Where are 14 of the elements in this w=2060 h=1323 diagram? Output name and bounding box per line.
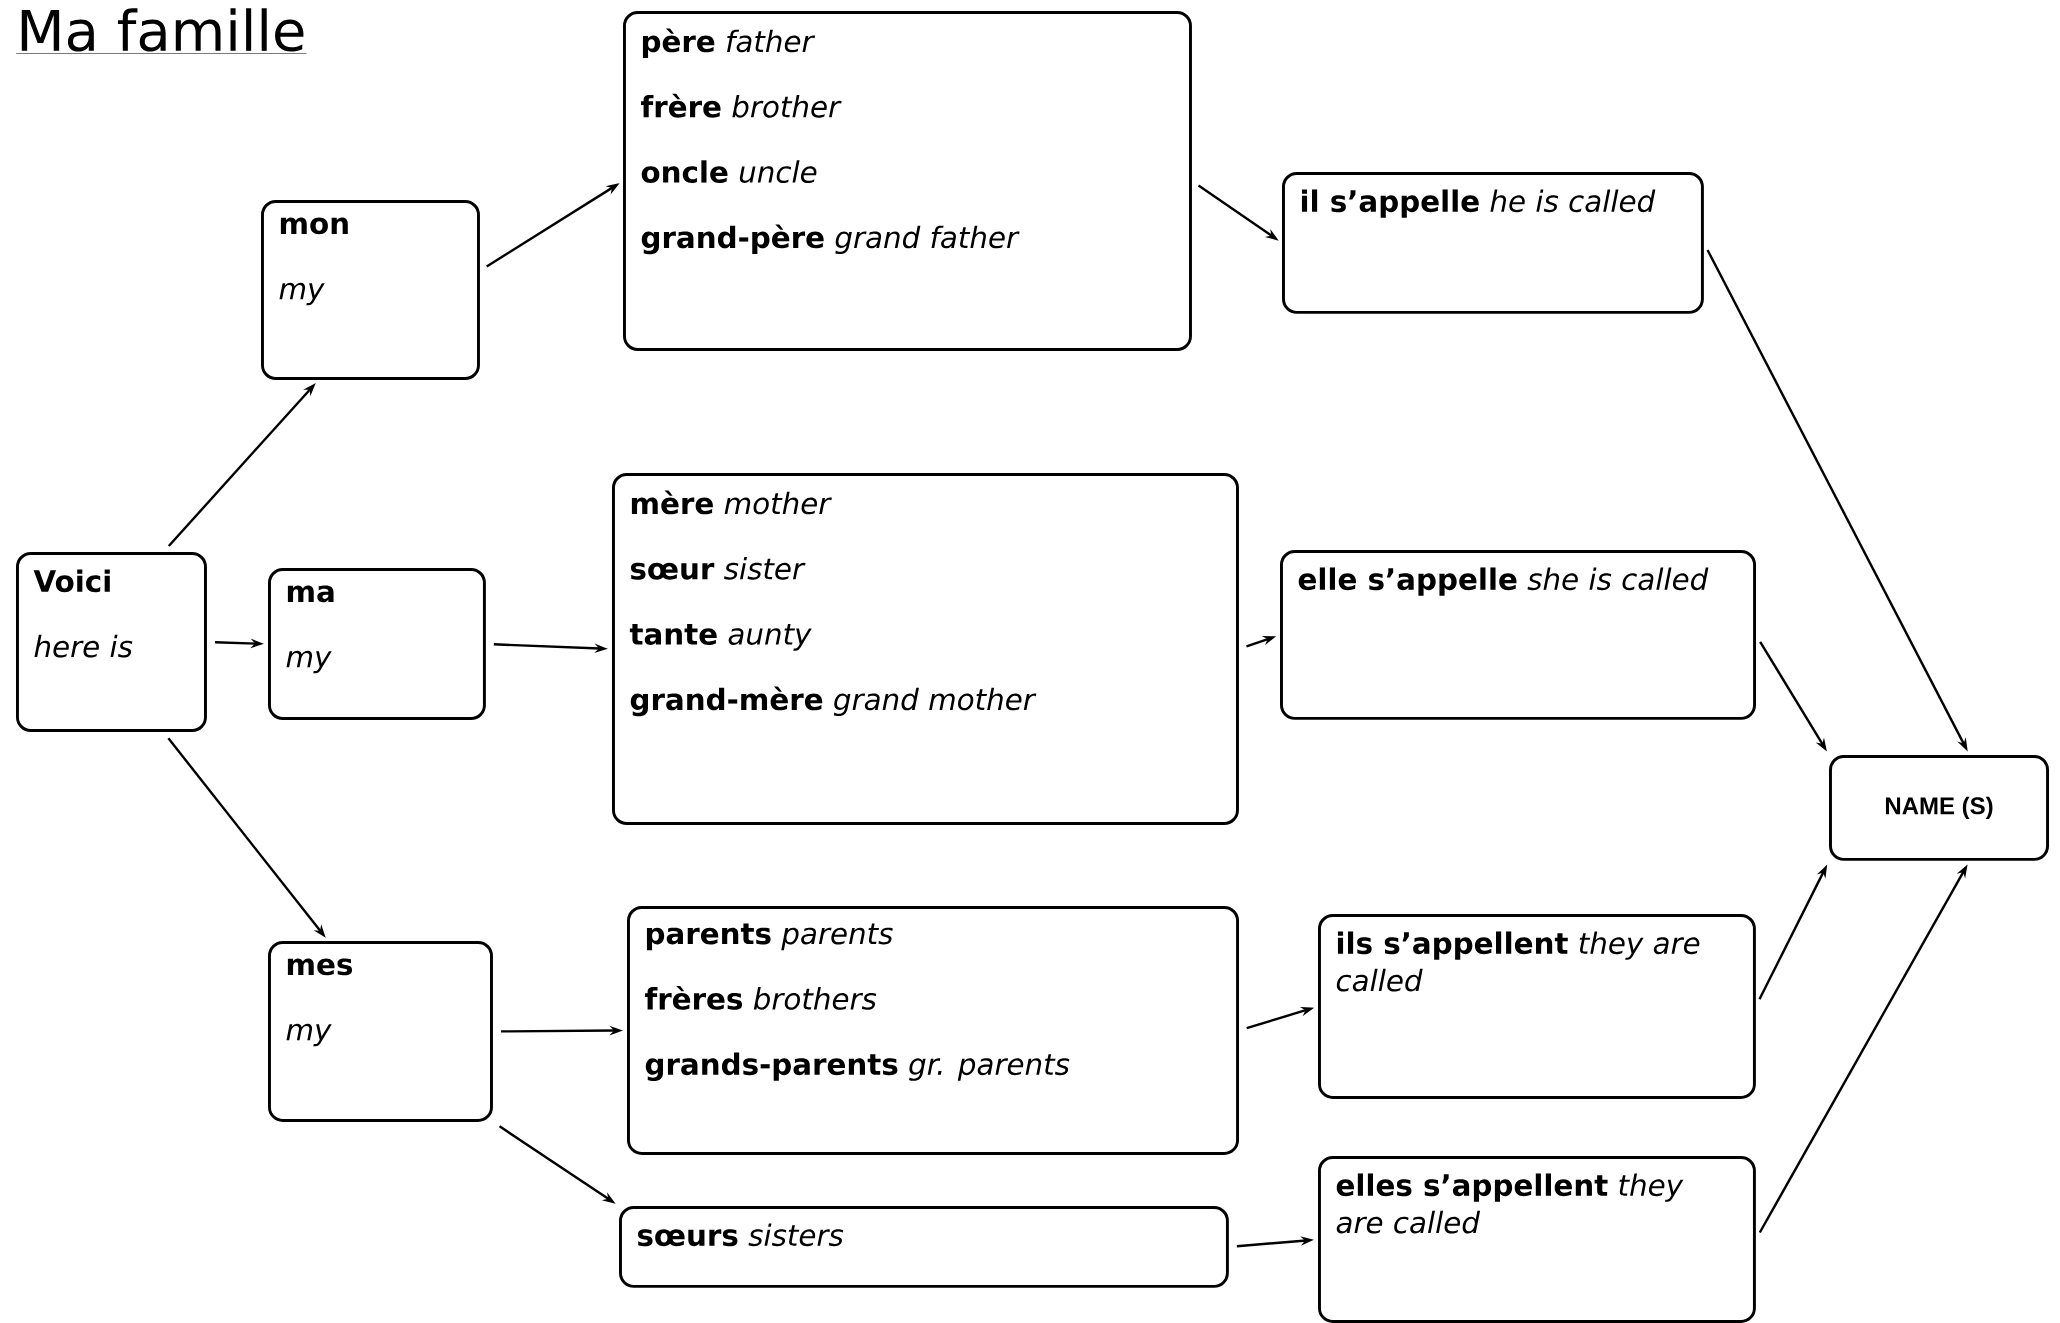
vocab-box: père father frère brother oncle uncle grand-père grand father — [623, 11, 1192, 351]
title: Ma famille — [16, 8, 307, 54]
vocab-box: il s’appelle he is called — [1282, 172, 1704, 314]
vocab-box: elles s’appellent they are called — [1318, 1156, 1756, 1323]
word-box: ma my — [268, 568, 486, 720]
vocab-box: parents parents frères brothers grands-parents gr. parents — [627, 906, 1239, 1155]
vocab-box: ils s’appellent they are called — [1318, 914, 1756, 1099]
vocab-box: sœurs sisters — [619, 1206, 1229, 1288]
vocab-box: elle s’appelle she is called — [1280, 550, 1756, 720]
name-box: NAME (S) — [1829, 755, 2049, 861]
word-box: Voici here is — [16, 552, 207, 732]
vocab-box: mère mother sœur sister tante aunty grand-mère grand mother — [612, 473, 1239, 825]
word-box: mon my — [261, 200, 480, 380]
word-box: mes my — [268, 941, 493, 1122]
